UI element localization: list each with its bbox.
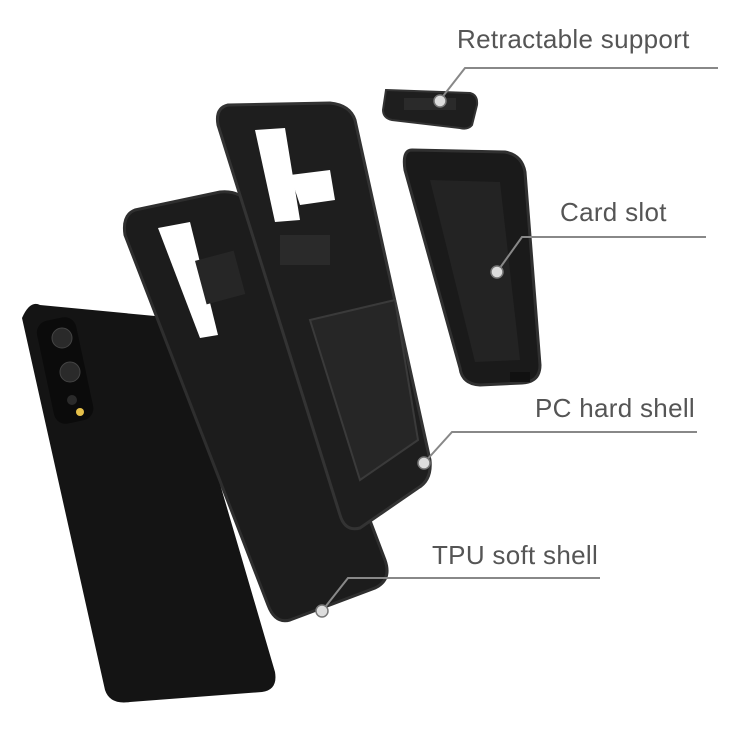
label-retractable-support: Retractable support	[457, 24, 690, 54]
leader-line	[321, 577, 600, 612]
camera-lens-icon	[59, 361, 81, 383]
callout-dots	[315, 94, 504, 618]
callout-dot-icon	[433, 94, 447, 108]
callout-dot-icon	[315, 604, 329, 618]
label-pc-hard-shell: PC hard shell	[535, 393, 695, 423]
phone-body	[22, 303, 276, 703]
flash-icon	[76, 408, 84, 416]
pc-hard-shell	[216, 101, 432, 531]
leader-line	[439, 67, 718, 101]
leader-lines	[321, 67, 718, 612]
retractable-support-part	[381, 88, 479, 130]
leader-line	[423, 431, 697, 464]
callout-dot-icon	[417, 456, 431, 470]
camera-lens-icon	[51, 327, 73, 349]
callout-dot-icon	[490, 265, 504, 279]
label-tpu-soft-shell: TPU soft shell	[432, 540, 599, 570]
leader-line	[496, 236, 706, 273]
card-slot-part	[402, 148, 542, 387]
label-card-slot: Card slot	[560, 197, 667, 227]
